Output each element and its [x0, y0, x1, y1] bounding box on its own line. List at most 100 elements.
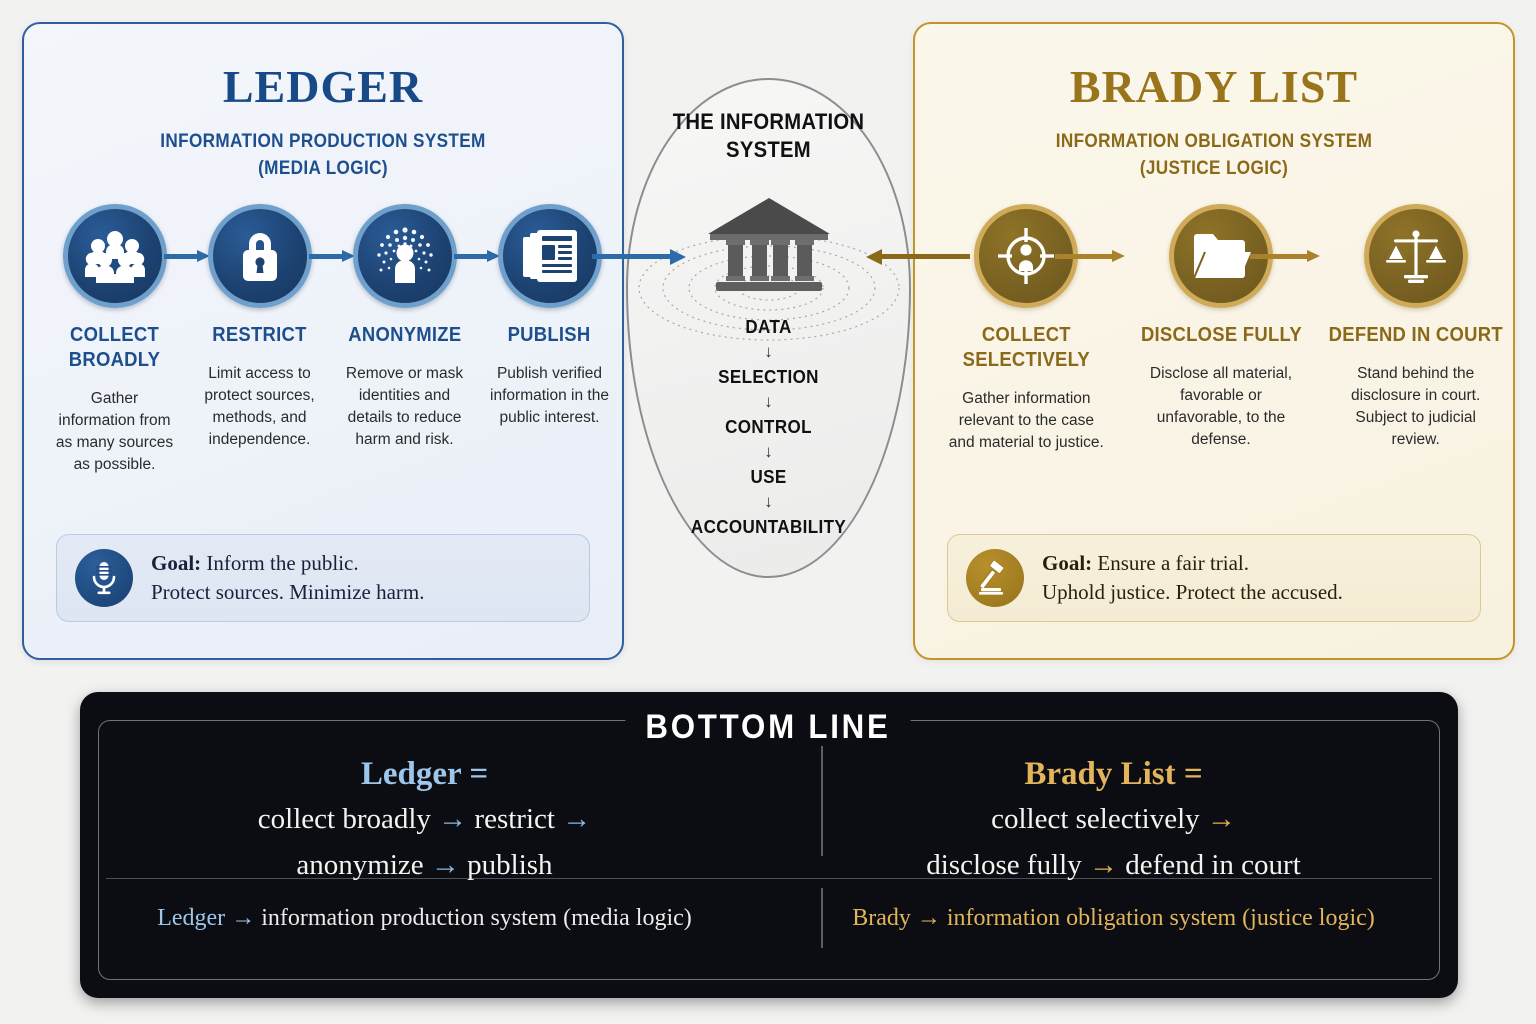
goal-label: Goal: — [151, 551, 202, 575]
banner-text: publish — [467, 849, 553, 881]
microphone-icon — [75, 549, 133, 607]
flow-arrow-down-icon: ↓ — [764, 442, 773, 461]
bottom-line-banner: Ledger = collect broadly → restrict → an… — [80, 692, 1458, 998]
arrow-right-icon: → — [562, 803, 592, 835]
brady-steps: COLLECT SELECTIVELY Gather information r… — [915, 204, 1513, 454]
ledger-title: LEDGER — [222, 61, 424, 112]
banner-ledger-line2: anonymize → publish — [80, 842, 769, 888]
goal-line1: Ensure a fair trial. — [1092, 551, 1250, 575]
information-system-title: THE INFORMATION SYSTEM — [640, 108, 897, 164]
step-label: DISCLOSE FULLY — [1140, 323, 1302, 346]
brady-subtitle: INFORMATION OBLIGATION SYSTEM (JUSTICE L… — [951, 128, 1477, 182]
ledger-goal-box: Goal: Inform the public. Protect sources… — [56, 534, 590, 622]
banner-ledger-column: Ledger = collect broadly → restrict → an… — [80, 744, 769, 904]
flow-arrow-down-icon: ↓ — [764, 392, 773, 411]
step-description: Publish verified information in the publ… — [490, 365, 609, 426]
banner-footer-value: information obligation system (justice l… — [946, 905, 1375, 931]
ledger-to-system-arrow-icon — [592, 249, 686, 265]
brady-subtitle-line1: INFORMATION OBLIGATION SYSTEM — [1055, 130, 1373, 152]
banner-columns: Ledger = collect broadly → restrict → an… — [80, 744, 1458, 904]
banner-footer-key: Ledger — [157, 905, 226, 931]
banner-footer-ledger: Ledger → information production system (… — [80, 892, 769, 952]
brady-list-panel: BRADY LIST INFORMATION OBLIGATION SYSTEM… — [913, 22, 1515, 660]
flow-step: ACCOUNTABILITY — [690, 516, 847, 537]
padlock-icon — [207, 204, 312, 308]
arrow-right-icon: → — [1088, 849, 1118, 881]
gavel-icon — [966, 549, 1024, 607]
ledger-panel: LEDGER INFORMATION PRODUCTION SYSTEM (ME… — [22, 22, 624, 660]
step-description: Remove or mask identities and details to… — [345, 365, 464, 448]
banner-footer-value: information production system (media log… — [261, 905, 692, 931]
goal-label: Goal: — [1042, 551, 1093, 575]
banner-brady-line2: disclose fully → defend in court — [769, 842, 1458, 888]
step-collect-selectively[interactable]: COLLECT SELECTIVELY Gather information r… — [929, 204, 1125, 454]
banner-text: anonymize — [296, 849, 424, 881]
brady-subtitle-line2: (JUSTICE LOGIC) — [1139, 157, 1289, 179]
step-disclose-fully[interactable]: DISCLOSE FULLY Disclose all material, fa… — [1124, 204, 1320, 454]
banner-text: collect broadly — [257, 803, 431, 835]
step-publish[interactable]: PUBLISH Publish verified information in … — [477, 204, 622, 476]
step-description: Disclose all material, favorable or unfa… — [1149, 365, 1293, 448]
scales-of-justice-icon — [1363, 204, 1468, 308]
step-description: Gather information from as many sources … — [55, 390, 174, 473]
ledger-subtitle-line1: INFORMATION PRODUCTION SYSTEM — [160, 130, 486, 152]
banner-text: restrict — [474, 803, 555, 835]
step-label: RESTRICT — [212, 323, 307, 346]
center-title-line2: SYSTEM — [726, 137, 811, 162]
step-arrow-right-icon — [1055, 250, 1125, 262]
anonymize-person-icon — [352, 204, 457, 308]
banner-brady-heading: Brady List = — [1024, 756, 1203, 792]
step-collect-broadly[interactable]: COLLECT BROADLY Gather information from … — [42, 204, 210, 476]
classical-building-icon — [626, 196, 911, 298]
step-anonymize[interactable]: ANONYMIZE Remove or mask identities and … — [332, 204, 500, 476]
banner-text: collect selectively — [991, 803, 1200, 835]
banner-footer: Ledger → information production system (… — [80, 892, 1458, 952]
step-label: ANONYMIZE — [347, 323, 462, 346]
information-system-oval: THE INFORMATION SYSTEM — [626, 78, 911, 578]
step-description: Stand behind the disclosure in court. Su… — [1351, 365, 1481, 448]
brady-to-system-arrow-icon — [866, 249, 970, 265]
flow-arrow-down-icon: ↓ — [764, 342, 773, 361]
ledger-goal-text: Goal: Inform the public. Protect sources… — [151, 549, 425, 607]
arrow-right-icon: → — [231, 905, 256, 931]
banner-text: disclose fully — [926, 849, 1082, 881]
arrow-right-icon: → — [1206, 803, 1236, 835]
step-restrict[interactable]: RESTRICT Limit access to protect sources… — [187, 204, 355, 476]
flow-step: DATA — [745, 316, 792, 337]
arrow-right-icon: → — [438, 803, 468, 835]
arrow-right-icon: → — [430, 849, 460, 881]
step-arrow-right-icon — [164, 250, 210, 262]
goal-line1: Inform the public. — [201, 551, 359, 575]
step-description: Limit access to protect sources, methods… — [204, 365, 315, 448]
banner-ledger-heading: Ledger = — [360, 756, 489, 792]
newspaper-icon — [497, 204, 602, 308]
arrow-right-icon: → — [916, 905, 941, 931]
step-label: COLLECT BROADLY — [68, 323, 161, 371]
step-arrow-right-icon — [309, 250, 355, 262]
flow-step: USE — [750, 466, 787, 487]
ledger-subtitle: INFORMATION PRODUCTION SYSTEM (MEDIA LOG… — [60, 128, 586, 182]
information-flow-list: DATA ↓ SELECTION ↓ CONTROL ↓ USE ↓ ACCOU… — [626, 316, 911, 538]
people-group-icon — [62, 204, 167, 308]
step-label: PUBLISH — [508, 323, 591, 346]
ledger-steps: COLLECT BROADLY Gather information from … — [24, 204, 622, 476]
banner-text: defend in court — [1125, 849, 1301, 881]
banner-footer-key: Brady — [852, 905, 911, 931]
brady-goal-text: Goal: Ensure a fair trial. Uphold justic… — [1042, 549, 1343, 607]
goal-line2: Protect sources. Minimize harm. — [151, 580, 425, 604]
brady-goal-box: Goal: Ensure a fair trial. Uphold justic… — [947, 534, 1481, 622]
banner-horizontal-divider — [106, 878, 1432, 879]
step-defend-in-court[interactable]: DEFEND IN COURT Stand behind the disclos… — [1318, 204, 1513, 454]
flow-step: SELECTION — [718, 366, 819, 387]
banner-brady-line1: collect selectively → — [769, 796, 1458, 842]
banner-vertical-divider — [821, 714, 823, 856]
banner-footer-divider — [821, 888, 823, 948]
banner-ledger-line1: collect broadly → restrict → — [80, 796, 769, 842]
step-label: COLLECT SELECTIVELY — [962, 323, 1091, 371]
step-arrow-right-icon — [454, 250, 500, 262]
brady-title: BRADY LIST — [1069, 61, 1359, 112]
step-label: DEFEND IN COURT — [1328, 323, 1503, 346]
banner-brady-column: Brady List = collect selectively → discl… — [769, 744, 1458, 904]
flow-arrow-down-icon: ↓ — [764, 492, 773, 511]
